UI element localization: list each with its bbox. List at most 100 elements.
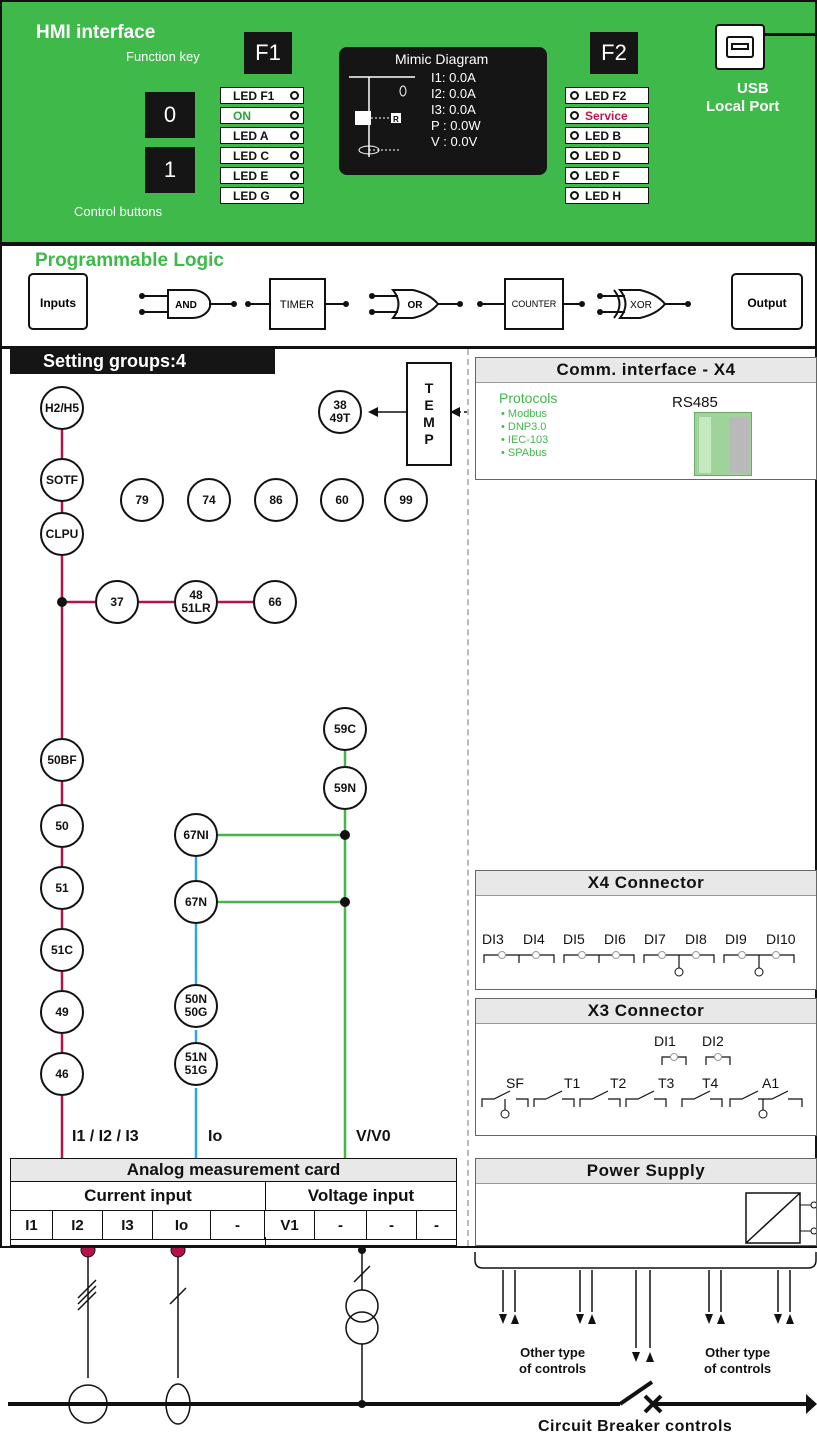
function-clpu[interactable]: CLPU [40,512,84,556]
function-50bf[interactable]: 50BF [40,738,84,782]
function-38-49t[interactable]: 38 49T [318,390,362,434]
function-48-51lr[interactable]: 48 51LR [174,580,218,624]
function-59c[interactable]: 59C [323,707,367,751]
led-label: LED F2 [585,89,626,103]
x4-input-label: DI8 [685,931,725,947]
led-d: LED D [565,147,649,164]
f2-key[interactable]: F2 [590,32,638,74]
led-indicator [570,151,579,160]
function-h2h5[interactable]: H2/H5 [40,386,84,430]
function-49[interactable]: 49 [40,990,84,1034]
other-controls-left: Other type of controls [519,1345,586,1377]
led-column-right: LED F2 Service LED B LED D LED F LED H [565,87,651,204]
function-code: 51LR [181,602,210,615]
power-supply-panel: Power Supply [475,1158,817,1246]
protocol-item: • IEC-103 [501,434,548,447]
x4-terminal-symbols [476,947,816,987]
dc-converter-icon [744,1189,816,1245]
function-code: 49T [330,412,351,425]
other-controls-line: Other type [704,1345,771,1361]
protocol-list: • Modbus • DNP3.0 • IEC-103 • SPAbus [501,408,548,460]
input-voltage-spare: - [417,1211,456,1239]
protocol-item: • Modbus [501,408,548,421]
function-60[interactable]: 60 [320,478,364,522]
function-66[interactable]: 66 [253,580,297,624]
function-code: 51G [185,1064,208,1077]
x4-input-labels: DI3 DI4 DI5 DI6 DI7 DI8 DI9 DI10 [482,931,806,947]
function-67ni[interactable]: 67NI [174,813,218,857]
function-74[interactable]: 74 [187,478,231,522]
analog-card-title: Analog measurement card [11,1159,456,1182]
current-input-header: Current input [11,1182,266,1210]
protocol-item: • SPAbus [501,447,548,460]
rs485-label: RS485 [672,394,718,411]
function-67n[interactable]: 67N [174,880,218,924]
function-99[interactable]: 99 [384,478,428,522]
other-controls-line: of controls [519,1361,586,1377]
led-indicator [570,131,579,140]
function-46[interactable]: 46 [40,1052,84,1096]
rs485-terminal-icon[interactable] [694,412,752,476]
function-51[interactable]: 51 [40,866,84,910]
circuit-breaker-controls-label: Circuit Breaker controls [538,1418,732,1436]
x4-input-label: DI6 [604,931,644,947]
io-bus-label: Io [208,1128,222,1146]
usb-cable-line [765,33,817,36]
logic-output-label: Output [747,296,786,310]
temp-letter: P [424,431,433,448]
protocol-item: • DNP3.0 [501,421,548,434]
x4-title: X4 Connector [476,871,816,896]
led-label: LED B [585,129,621,143]
function-51c[interactable]: 51C [40,928,84,972]
logic-counter-label: COUNTER [512,299,557,309]
other-controls-right: Other type of controls [704,1345,771,1377]
temp-letter: T [425,380,434,397]
x4-input-label: DI7 [644,931,685,947]
led-f: LED F [565,167,649,184]
function-59n[interactable]: 59N [323,766,367,810]
led-label: Service [585,109,628,123]
other-controls-line: of controls [704,1361,771,1377]
usb-port-icon[interactable] [715,24,765,70]
voltage-bus-label: V/V0 [356,1128,391,1146]
function-79[interactable]: 79 [120,478,164,522]
logic-xor-label: XOR [630,300,652,311]
led-f2: LED F2 [565,87,649,104]
input-voltage-spare: - [367,1211,417,1239]
x4-input-label: DI5 [563,931,604,947]
led-indicator [570,171,579,180]
voltage-input-header: Voltage input [266,1182,456,1210]
function-50n-50g[interactable]: 50N 50G [174,984,218,1028]
temp-letter: E [424,397,433,414]
input-io: Io [153,1211,211,1239]
function-37[interactable]: 37 [95,580,139,624]
led-label: LED F [585,169,620,183]
led-b: LED B [565,127,649,144]
comm-interface-title: Comm. interface - X4 [476,358,816,383]
function-50[interactable]: 50 [40,804,84,848]
input-voltage-spare: - [315,1211,367,1239]
led-indicator [570,91,579,100]
led-label: LED H [585,189,621,203]
x4-input-label: DI4 [523,931,563,947]
x4-connector-panel: X4 Connector DI3 DI4 DI5 DI6 DI7 DI8 DI9… [475,870,817,990]
function-code: 50G [185,1006,208,1019]
analog-measurement-card: Analog measurement card Current input Vo… [10,1158,457,1246]
x4-input-label: DI10 [766,931,806,947]
x3-terminal-symbols [476,999,816,1135]
led-h: LED H [565,187,649,204]
input-current-spare: - [211,1211,265,1239]
local-port-label: Local Port [706,98,779,115]
function-86[interactable]: 86 [254,478,298,522]
x3-connector-panel: X3 Connector DI1 DI2 SF T1 T2 T3 T4 A1 [475,998,817,1136]
function-sotf[interactable]: SOTF [40,458,84,502]
function-51n-51g[interactable]: 51N 51G [174,1042,218,1086]
field-wiring-diagram [0,1248,817,1444]
led-indicator [570,111,579,120]
x4-input-label: DI9 [725,931,766,947]
input-i1: I1 [11,1211,53,1239]
input-v1: V1 [265,1211,315,1239]
led-service: Service [565,107,649,124]
x4-input-label: DI3 [482,931,523,947]
input-i2: I2 [53,1211,103,1239]
